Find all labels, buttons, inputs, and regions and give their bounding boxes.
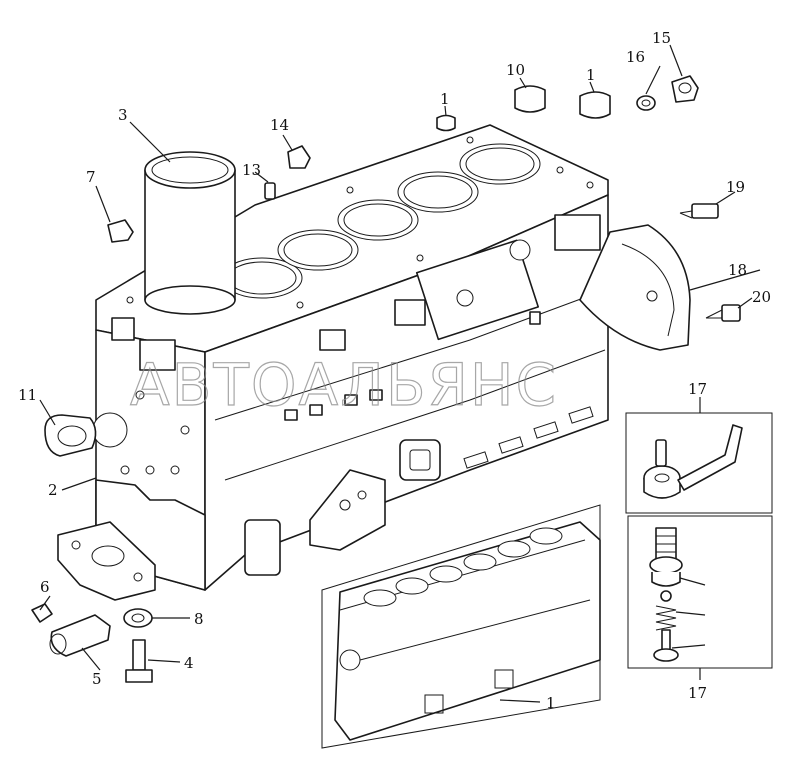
bolt-20 (705, 304, 741, 322)
callout-14: 15 (652, 29, 671, 47)
callout-15: 16 (626, 48, 645, 66)
callout-2: 2 (48, 481, 58, 499)
callout-20: 20 (752, 288, 771, 306)
watermark: АВТОАЛЬЯНС (130, 351, 558, 419)
plug-11 (514, 85, 546, 113)
block-assembly-inset (321, 504, 601, 749)
plug-7 (107, 219, 134, 243)
callout-13: 14 (270, 116, 289, 134)
callout-1-top: 1 (586, 66, 596, 84)
dowel-12 (264, 182, 276, 200)
callout-5: 5 (92, 670, 102, 688)
callout-12: 13 (242, 161, 261, 179)
pin-5 (49, 614, 111, 657)
dowel-6 (31, 603, 53, 623)
callout-16: 17 (688, 380, 707, 398)
bolt-19 (679, 203, 719, 219)
callout-1: 1 (546, 694, 556, 712)
leader-lines (39, 44, 761, 703)
washer-8 (123, 608, 153, 628)
callout-17: 17 (688, 684, 707, 702)
cylinder-liner (144, 151, 236, 315)
rear-cover-18 (579, 224, 691, 351)
callout-7: 7 (86, 168, 96, 186)
callout-1-small: 1 (440, 90, 450, 108)
plug-1-small (436, 114, 456, 132)
oil-jet-inset (625, 412, 773, 514)
bearing-shell-10 (44, 414, 97, 457)
callout-11: 10 (506, 61, 525, 79)
callout-8: 8 (194, 610, 204, 628)
plug-1-top (579, 91, 611, 119)
bolt-4 (125, 639, 153, 683)
plug-14 (671, 75, 699, 103)
callout-3: 3 (118, 106, 128, 124)
main-bearing-cap (57, 521, 156, 601)
washer-15 (636, 95, 656, 111)
callout-10: 11 (18, 386, 37, 404)
callout-18: 18 (728, 261, 747, 279)
callout-6: 6 (40, 578, 50, 596)
callout-19: 19 (726, 178, 745, 196)
plug-13 (287, 145, 311, 169)
callout-4: 4 (184, 654, 194, 672)
